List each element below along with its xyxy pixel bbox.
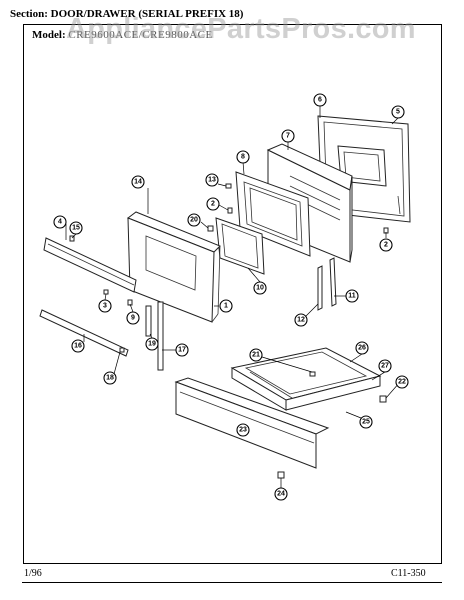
- svg-text:7: 7: [286, 133, 290, 140]
- callout-27: 27: [378, 359, 392, 373]
- svg-text:6: 6: [318, 97, 322, 104]
- svg-text:19: 19: [148, 341, 156, 348]
- svg-text:4: 4: [58, 219, 62, 226]
- part-inner-door-frame: [235, 171, 311, 257]
- svg-text:27: 27: [381, 363, 389, 370]
- revision-date: 1/96: [24, 568, 42, 579]
- part-drawer-trim: [39, 309, 129, 357]
- svg-text:12: 12: [297, 317, 305, 324]
- callout-25: 25: [359, 415, 373, 429]
- svg-text:22: 22: [398, 379, 406, 386]
- leader-lines: [65, 106, 401, 490]
- svg-text:11: 11: [348, 293, 356, 300]
- callout-20: 20: [187, 213, 201, 227]
- svg-text:17: 17: [178, 347, 186, 354]
- svg-text:3: 3: [103, 303, 107, 310]
- svg-text:14: 14: [134, 179, 142, 186]
- callout-10: 10: [253, 281, 267, 295]
- svg-text:18: 18: [106, 375, 114, 382]
- callout-1: 1: [219, 299, 233, 313]
- svg-text:2: 2: [211, 201, 215, 208]
- callout-11: 11: [345, 289, 359, 303]
- part-door-handle: [43, 237, 137, 293]
- model-row: Model: CRE9600ACE/CRE9800ACE: [32, 29, 213, 41]
- svg-text:13: 13: [208, 177, 216, 184]
- callout-6: 6: [313, 93, 327, 107]
- callout-3: 3: [98, 299, 112, 313]
- svg-text:1: 1: [224, 303, 228, 310]
- svg-text:25: 25: [362, 419, 370, 426]
- model-label: Model:: [32, 29, 66, 41]
- svg-text:23: 23: [239, 427, 247, 434]
- callout-19: 19: [145, 337, 159, 351]
- callout-8: 8: [236, 150, 250, 164]
- part-hardware: [69, 183, 389, 479]
- bottom-rule: [22, 582, 442, 583]
- svg-text:16: 16: [74, 343, 82, 350]
- callout-21: 21: [249, 348, 263, 362]
- callout-13: 13: [205, 173, 219, 187]
- model-value: CRE9600ACE/CRE9800ACE: [68, 29, 213, 41]
- section-title: Section: DOOR/DRAWER (SERIAL PREFIX 18): [10, 8, 243, 20]
- section-label: Section:: [10, 8, 48, 20]
- part-door-window-gasket: [215, 217, 265, 275]
- svg-text:2: 2: [384, 242, 388, 249]
- svg-text:24: 24: [277, 491, 285, 498]
- callout-7: 7: [281, 129, 295, 143]
- diagram-frame: [23, 24, 442, 564]
- svg-text:21: 21: [252, 352, 260, 359]
- svg-text:20: 20: [190, 217, 198, 224]
- svg-text:5: 5: [396, 109, 400, 116]
- page-code: C11-350: [391, 568, 426, 579]
- callout-24: 24: [274, 487, 288, 501]
- callout-4: 4: [53, 215, 67, 229]
- part-door-strips: [145, 301, 164, 371]
- callout-23: 23: [236, 423, 250, 437]
- part-front-door-panel: [126, 211, 221, 323]
- callout-22: 22: [395, 375, 409, 389]
- callout-2b: 2: [379, 238, 393, 252]
- callout-14: 14: [131, 175, 145, 189]
- part-drawer-body: [230, 347, 382, 411]
- svg-text:15: 15: [72, 225, 80, 232]
- callout-15: 15: [69, 221, 83, 235]
- callout-2a: 2: [206, 197, 220, 211]
- callout-18: 18: [103, 371, 117, 385]
- callout-12: 12: [294, 313, 308, 327]
- callout-16: 16: [71, 339, 85, 353]
- part-side-strips: [317, 257, 337, 311]
- callout-5: 5: [391, 105, 405, 119]
- svg-text:10: 10: [256, 285, 264, 292]
- callout-26: 26: [355, 341, 369, 355]
- watermark: AppliancePartsPros.com: [66, 13, 416, 45]
- svg-text:26: 26: [358, 345, 366, 352]
- svg-text:8: 8: [241, 154, 245, 161]
- section-value: DOOR/DRAWER (SERIAL PREFIX 18): [50, 8, 244, 20]
- callout-9: 9: [126, 311, 140, 325]
- callout-17: 17: [175, 343, 189, 357]
- svg-text:9: 9: [131, 315, 135, 322]
